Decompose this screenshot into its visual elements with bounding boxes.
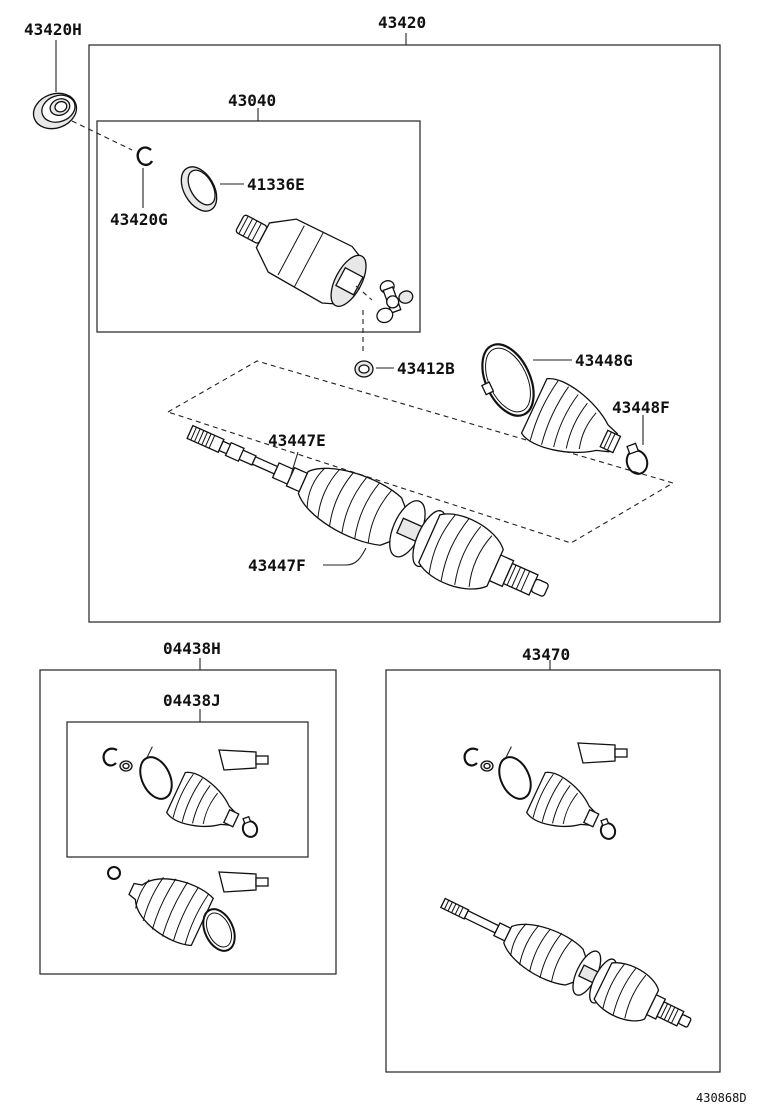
clamp-43447F[interactable]: 43447F <box>248 547 367 575</box>
circlip-icon <box>354 360 374 378</box>
kit-outer-grease-tube-icon <box>218 871 269 893</box>
inner-joint-housing-icon <box>235 214 373 307</box>
ring-icon <box>180 166 218 212</box>
label-43420[interactable]: 43420 <box>378 13 426 32</box>
clamp-43448F[interactable]: 43448F <box>612 398 670 477</box>
kit-grease-tube-icon <box>218 749 269 771</box>
oil-seal-icon <box>32 92 78 130</box>
shaft-assy-43470-group: 43470 <box>385 645 721 1073</box>
drive-shaft-icon <box>186 424 549 597</box>
kit-outer-ring-icon <box>107 866 121 880</box>
kit-snap-rings-icon <box>102 747 133 772</box>
small-clamp-icon <box>625 442 649 475</box>
tripod-icon <box>362 280 414 352</box>
label-43040[interactable]: 43040 <box>228 91 276 110</box>
kit-outer-boot-icon <box>128 877 215 947</box>
kit-large-clamp-icon <box>202 908 236 952</box>
label-43420H[interactable]: 43420H <box>24 20 82 39</box>
inner-boot-icon <box>520 378 622 454</box>
label-43447F[interactable]: 43447F <box>248 556 306 575</box>
clamp-43447E[interactable]: 43447E <box>268 431 326 479</box>
ring-41336E[interactable]: 41336E <box>174 161 305 218</box>
oil-seal-43420H[interactable]: 43420H <box>24 20 133 151</box>
snap-ring-43420G[interactable]: 43420G <box>110 146 168 229</box>
diagram-reference-code: 430868D <box>696 1091 747 1105</box>
kit-small-clamp-icon <box>241 815 259 838</box>
inner-joint-43040-group: 43040 <box>96 91 421 333</box>
assembly-43420-frame <box>88 44 721 623</box>
assy-clamp-band-icon <box>498 746 532 800</box>
label-43448F[interactable]: 43448F <box>612 398 670 417</box>
label-04438H[interactable]: 04438H <box>163 639 221 658</box>
label-43448G[interactable]: 43448G <box>575 351 633 370</box>
kit-inner-boot-icon <box>165 771 240 828</box>
label-43420G[interactable]: 43420G <box>110 210 168 229</box>
boot-kit-outer-frame <box>39 669 337 975</box>
label-04438J[interactable]: 04438J <box>163 691 221 710</box>
boot-kit-04438H-group: 04438H 04438J <box>39 639 337 975</box>
snap-ring-icon <box>136 146 154 166</box>
assy-inner-boot-icon <box>525 771 600 828</box>
label-43447E[interactable]: 43447E <box>268 431 326 450</box>
shaft-subassembly-outline <box>166 360 675 544</box>
assembly-43420-group: 43420 <box>88 13 721 623</box>
assy-small-clamp-icon <box>599 817 617 840</box>
label-43470[interactable]: 43470 <box>522 645 570 664</box>
label-43412B[interactable]: 43412B <box>397 359 455 378</box>
kit-clamp-band-icon <box>139 746 173 800</box>
assy-drive-shaft-icon <box>439 897 692 1028</box>
circlip-43412B[interactable]: 43412B <box>354 359 455 378</box>
assy-grease-tube-icon <box>577 742 628 764</box>
assy-snap-rings-icon <box>463 747 494 772</box>
shaft-assy-frame <box>385 669 721 1073</box>
label-41336E[interactable]: 41336E <box>247 175 305 194</box>
boot-kit-inner-frame <box>66 721 309 858</box>
